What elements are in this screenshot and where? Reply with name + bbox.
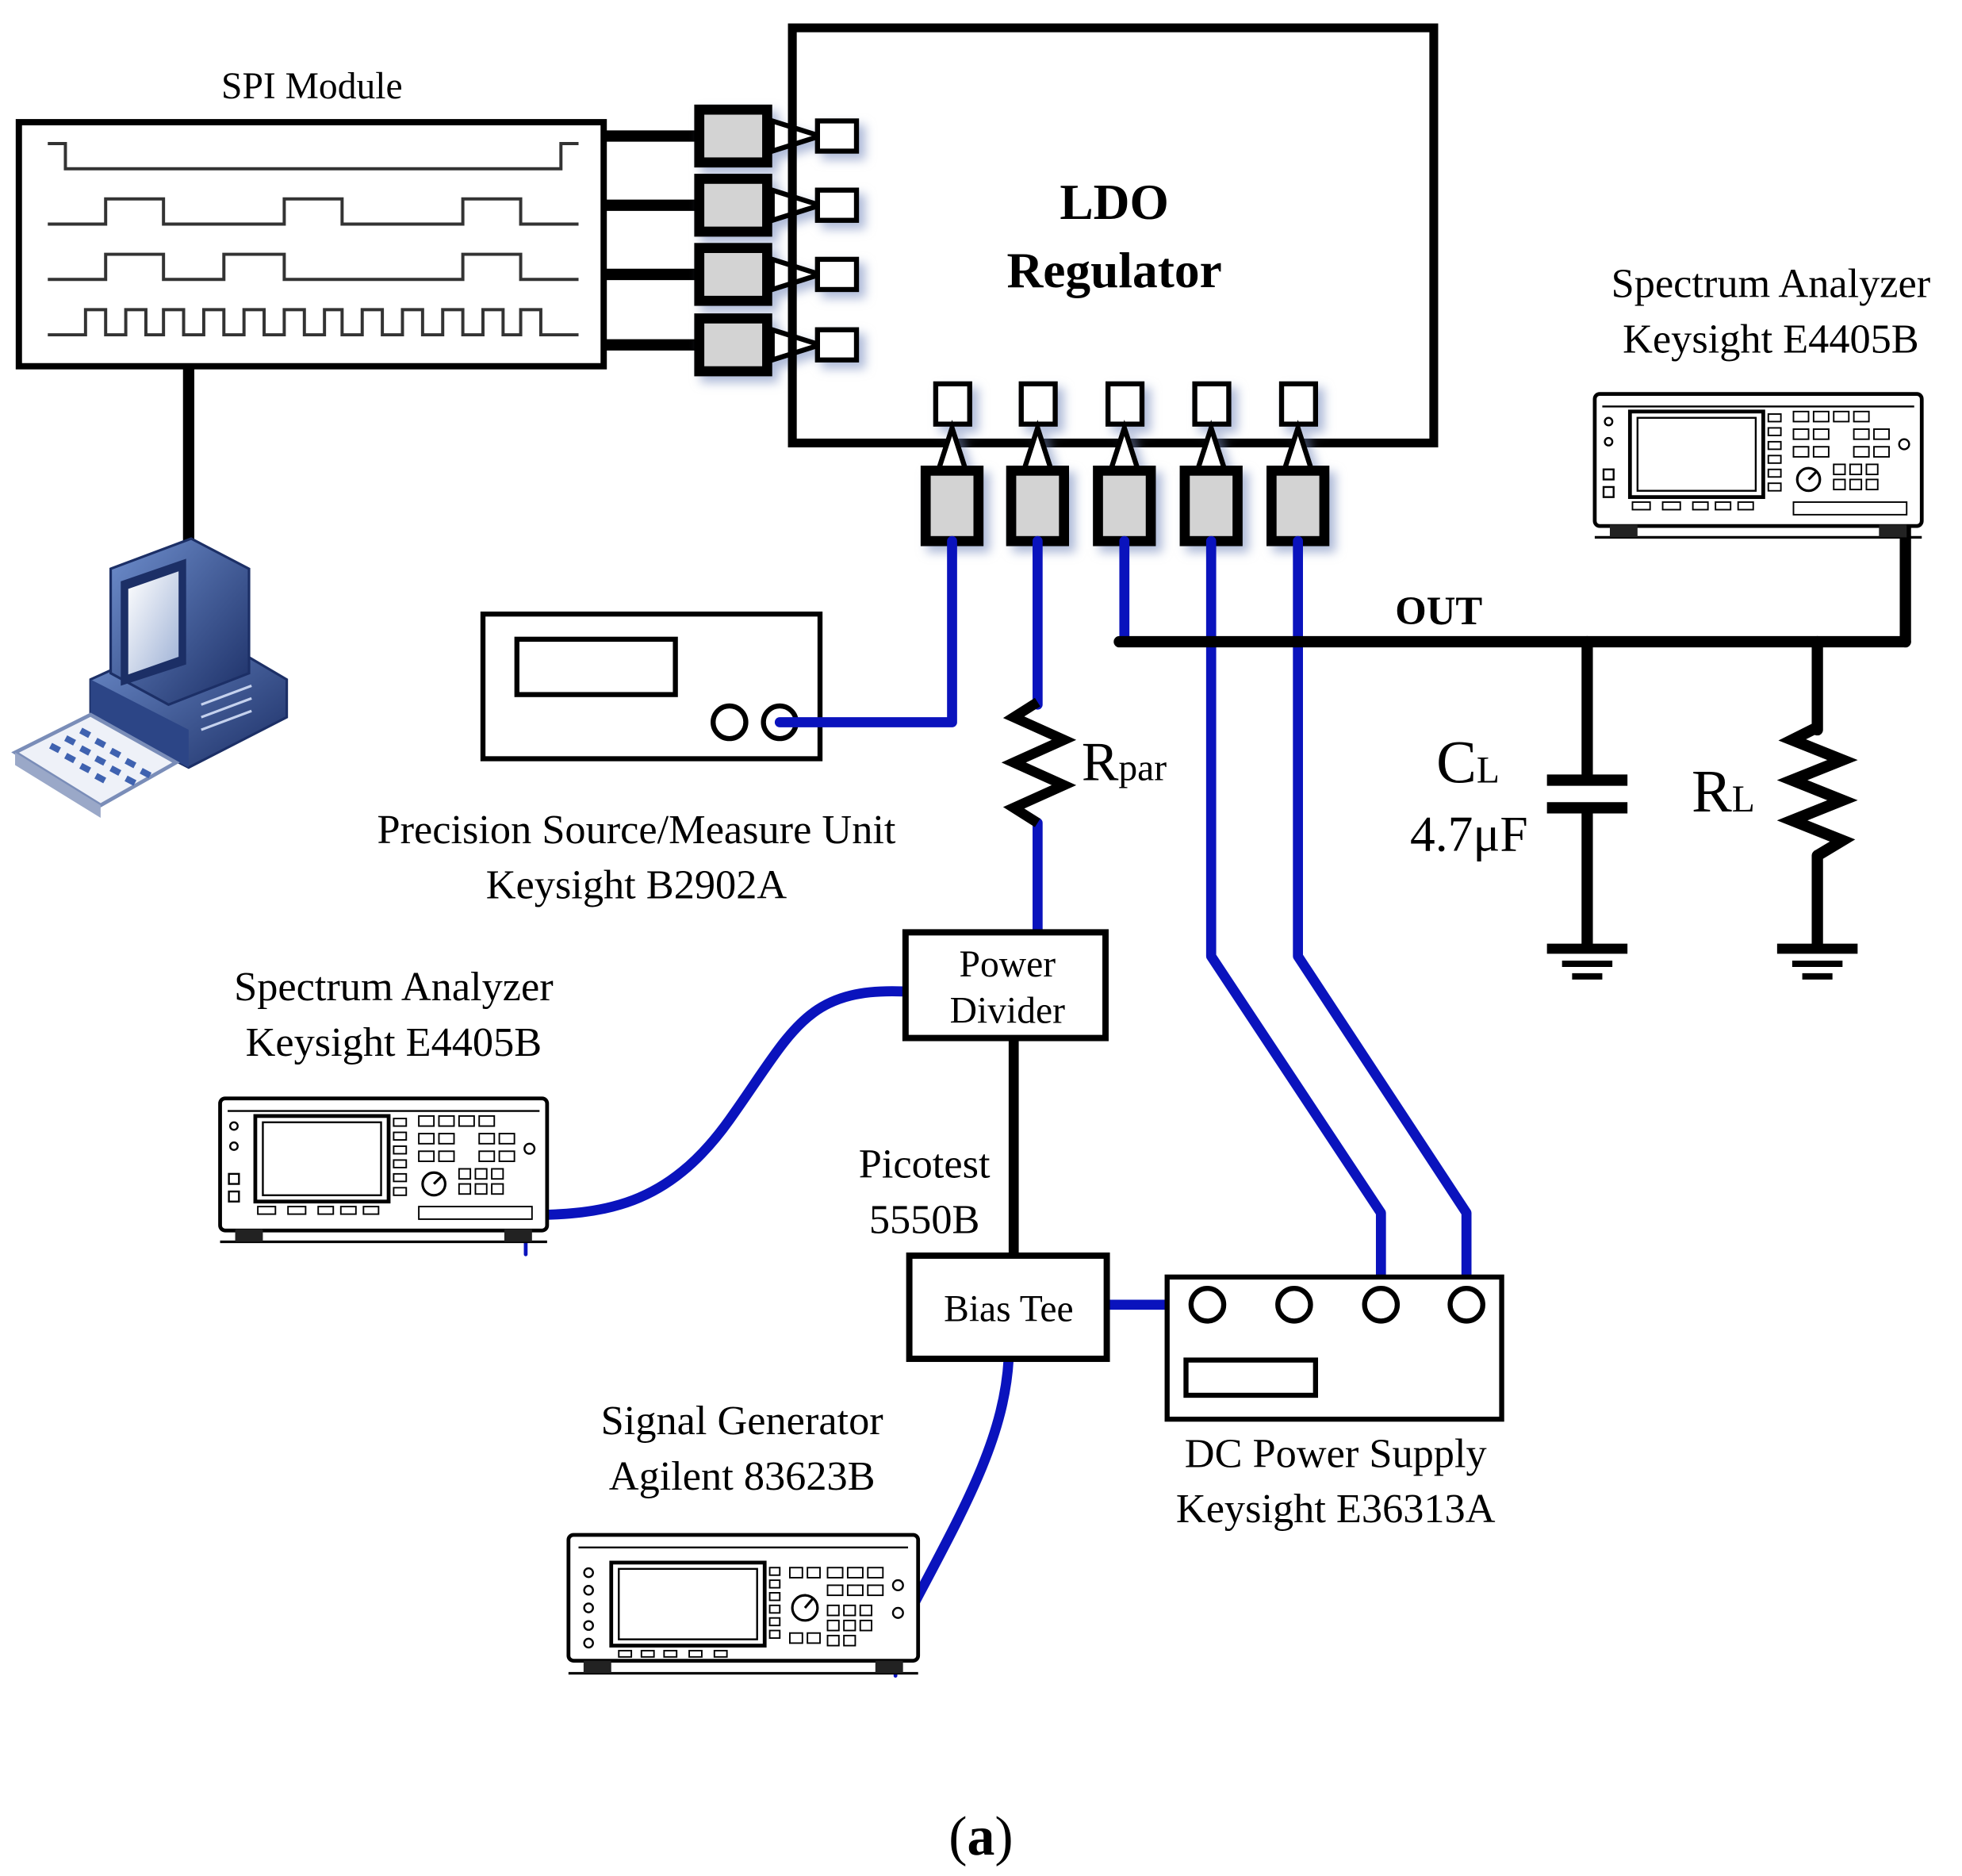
picotest-label-line1: Picotest bbox=[859, 1141, 991, 1187]
signal-generator-icon bbox=[569, 1535, 918, 1673]
spectrum-analyzer-left-label-line2: Keysight E4405B bbox=[246, 1019, 542, 1065]
bias-tee-label: Bias Tee bbox=[944, 1288, 1074, 1329]
smu-label-line2: Keysight B2902A bbox=[486, 862, 787, 908]
spectrum-analyzer-right-label-line1: Spectrum Analyzer bbox=[1611, 260, 1931, 306]
power-divider-label-line2: Divider bbox=[950, 991, 1065, 1032]
rpar-label: Rpar bbox=[1082, 731, 1167, 792]
dc-supply-label-line1: DC Power Supply bbox=[1185, 1430, 1487, 1476]
caption-text: a bbox=[968, 1806, 995, 1867]
out-wires bbox=[1113, 516, 1911, 952]
spectrum-analyzer-icon bbox=[220, 1099, 547, 1242]
regulator-label: Regulator bbox=[1006, 242, 1221, 298]
ldo-label: LDO bbox=[1060, 174, 1168, 230]
cl-value-label: 4.7μF bbox=[1410, 805, 1528, 861]
spi-bus-wires bbox=[182, 130, 699, 560]
spectrum-analyzer-left-label-line1: Spectrum Analyzer bbox=[234, 964, 554, 1010]
ground-icon bbox=[1777, 949, 1857, 976]
ldo-regulator-box bbox=[787, 23, 1439, 447]
spectrum-analyzer-right-label-line2: Keysight E4405B bbox=[1623, 316, 1919, 362]
ground-icon bbox=[1547, 949, 1627, 976]
spectrum-analyzer-icon bbox=[1595, 394, 1922, 538]
cl-label: CL bbox=[1436, 730, 1500, 796]
picotest-label-line2: 5550B bbox=[869, 1196, 980, 1242]
power-divider-label-line1: Power bbox=[960, 944, 1056, 985]
capacitor-icon bbox=[1546, 774, 1628, 814]
precision-smu bbox=[480, 611, 823, 762]
spi-module-box bbox=[15, 119, 607, 370]
spi-module-label: SPI Module bbox=[221, 66, 403, 107]
smu-label-line1: Precision Source/Measure Unit bbox=[377, 807, 895, 853]
rl-label: RL bbox=[1692, 758, 1755, 825]
power-divider-box bbox=[902, 929, 1109, 1042]
computer-icon bbox=[11, 537, 289, 819]
ldo-input-pads bbox=[694, 104, 860, 377]
figure-caption: (a) bbox=[948, 1806, 1013, 1867]
ldo-bottom-pads bbox=[920, 381, 1330, 547]
spi-waveforms bbox=[48, 142, 579, 337]
signal-generator-label-line2: Agilent 83623B bbox=[609, 1453, 876, 1499]
dc-supply-label-line2: Keysight E36313A bbox=[1176, 1486, 1496, 1532]
signal-generator-label-line1: Signal Generator bbox=[601, 1398, 883, 1444]
resistor-icon bbox=[1776, 722, 1858, 861]
dc-power-supply bbox=[1164, 1274, 1504, 1422]
bias-tee-box bbox=[906, 1252, 1110, 1362]
resistor-icon bbox=[1001, 697, 1077, 827]
out-label: OUT bbox=[1395, 589, 1482, 633]
